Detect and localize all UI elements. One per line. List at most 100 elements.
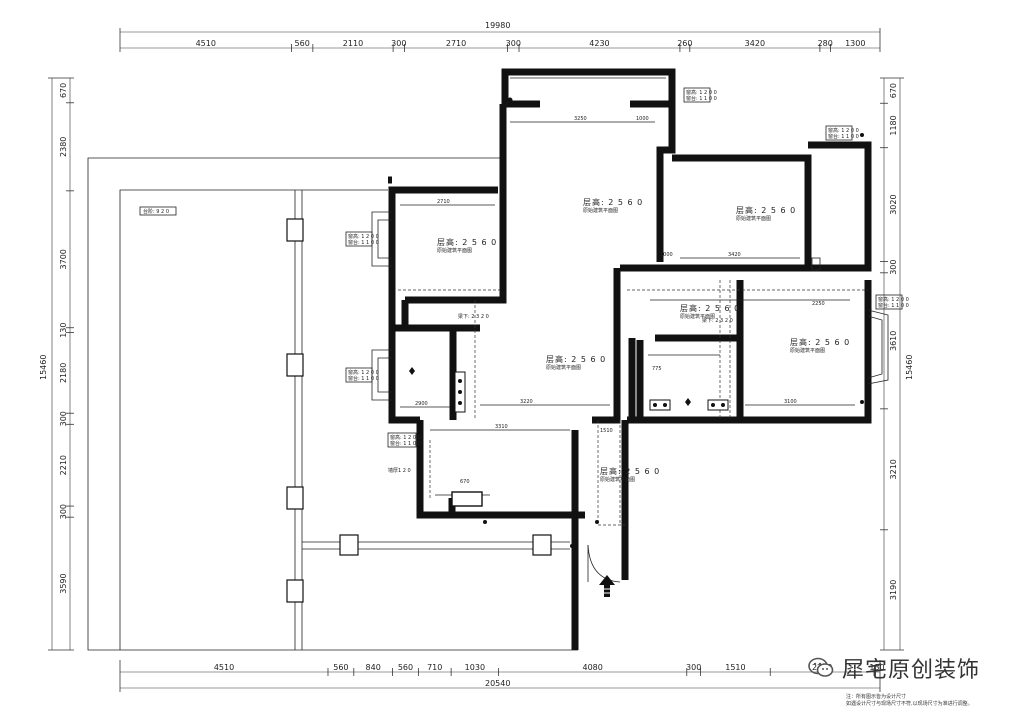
left-total-dimension: 15460	[39, 355, 48, 380]
room-note: 原始建筑平面图	[680, 313, 715, 320]
dimension-segment-label: 560	[333, 663, 348, 672]
room-note: 原始建筑平面图	[583, 207, 618, 214]
exterior-walls	[388, 68, 872, 650]
svg-text:3310: 3310	[495, 424, 508, 430]
dimension-segment-label: 3700	[59, 249, 68, 269]
column	[286, 218, 304, 242]
fixtures	[409, 97, 864, 548]
column	[286, 353, 304, 377]
dimension-segment-label: 670	[889, 83, 898, 98]
room-labels: 层高: 2 5 6 0 原始建筑平面图 层高: 2 5 6 0 原始建筑平面图 …	[437, 197, 850, 483]
svg-text:窗高: 1 2 0 0: 窗高: 1 2 0 0	[686, 89, 717, 96]
entrance-arrow	[587, 544, 621, 597]
watermark: 犀宅原创装饰	[808, 652, 980, 684]
svg-text:窗高: 1 2 0 0: 窗高: 1 2 0 0	[390, 434, 421, 441]
room-height-label: 层高: 2 5 6 0	[546, 354, 606, 364]
dimension-segment-label: 300	[506, 39, 521, 48]
dimension-segment-label: 4510	[196, 39, 216, 48]
dimension-segment-label: 130	[59, 323, 68, 338]
room-height-label: 层高: 2 5 6 0	[680, 303, 740, 313]
svg-text:窗台: 1 1 0 0: 窗台: 1 1 0 0	[878, 302, 909, 309]
interior-dimensions: 3250 1000 2710 3420 1000 2900 3100 3220 …	[415, 116, 825, 485]
room-note: 原始建筑平面图	[546, 364, 581, 371]
dimension-segment-label: 4080	[583, 663, 603, 672]
right-dimension-lines	[880, 77, 904, 651]
dimension-segment-label: 300	[391, 39, 406, 48]
svg-text:梁下: 2 3 2 0: 梁下: 2 3 2 0	[458, 313, 489, 320]
svg-text:775: 775	[652, 366, 662, 372]
dimension-segment-label: 1180	[889, 115, 898, 135]
dimension-segment-label: 300	[889, 260, 898, 275]
dimension-segment-label: 280	[818, 39, 833, 48]
window-bays	[371, 211, 889, 401]
right-total-dimension: 15460	[905, 355, 914, 380]
dimension-segment-label: 4230	[589, 39, 609, 48]
column	[286, 486, 304, 510]
room-height-label: 层高: 2 5 6 0	[790, 337, 850, 347]
svg-text:3220: 3220	[520, 399, 533, 405]
window-labels: 窗高: 1 2 0 0 窗台: 1 1 0 0 窗高: 1 2 0 0 窗台: …	[345, 87, 909, 474]
svg-text:3420: 3420	[728, 252, 741, 258]
svg-text:2250: 2250	[812, 301, 825, 307]
drawing-notes: 注：所有图示皆为设计尺寸 如遇设计尺寸与现场尺寸不符,以现场尺寸为准进行调整。	[846, 694, 973, 708]
top-total-dimension: 19980	[485, 21, 510, 30]
left-dimension-lines	[48, 77, 74, 651]
dashed-lines	[398, 280, 868, 526]
dimension-segment-label: 3420	[745, 39, 765, 48]
room-note: 原始建筑平面图	[437, 247, 472, 254]
bottom-total-dimension: 20540	[485, 679, 510, 688]
room-guide-lines	[400, 121, 855, 496]
room-height-label: 层高: 2 5 6 0	[736, 205, 796, 215]
column	[339, 534, 359, 556]
top-dimension-lines	[119, 28, 881, 52]
dimension-segment-label: 670	[59, 83, 68, 98]
dimension-segment-label: 2210	[59, 455, 68, 475]
step-label: 台阶: 9 2 0	[143, 208, 169, 215]
dimension-segment-label: 1510	[725, 663, 745, 672]
dimension-segment-label: 2110	[343, 39, 363, 48]
room-note: 原始建筑平面图	[790, 347, 825, 354]
svg-text:3250: 3250	[574, 116, 587, 122]
svg-text:窗高: 1 2 0 0: 窗高: 1 2 0 0	[348, 233, 379, 240]
dimension-segment-label: 1030	[465, 663, 485, 672]
room-note: 原始建筑平面图	[600, 476, 635, 483]
svg-text:2710: 2710	[437, 199, 450, 205]
dimension-segment-label: 1300	[845, 39, 865, 48]
svg-text:3100: 3100	[784, 399, 797, 405]
room-height-label: 层高: 2 5 6 0	[600, 466, 660, 476]
dimension-segment-label: 260	[677, 39, 692, 48]
dimension-segment-label: 560	[295, 39, 310, 48]
room-height-label: 层高: 2 5 6 0	[583, 197, 643, 207]
svg-text:窗台: 1 1 0 0: 窗台: 1 1 0 0	[686, 95, 717, 102]
svg-text:窗台: 1 1 0 0: 窗台: 1 1 0 0	[348, 239, 379, 246]
svg-text:窗台: 1 1 0 0: 窗台: 1 1 0 0	[348, 375, 379, 382]
dimension-segment-label: 4510	[214, 663, 234, 672]
dimension-segment-label: 300	[686, 663, 701, 672]
column	[286, 579, 304, 603]
dimension-segment-label: 3590	[59, 573, 68, 593]
svg-text:670: 670	[460, 479, 470, 485]
svg-text:窗高: 1 2 0 0: 窗高: 1 2 0 0	[348, 369, 379, 376]
svg-text:窗高: 1 2 0 0: 窗高: 1 2 0 0	[878, 296, 909, 303]
dimension-segment-label: 3610	[889, 331, 898, 351]
dimension-segment-label: 3190	[889, 580, 898, 600]
dimension-segment-label: 300	[59, 504, 68, 519]
dimension-segment-label: 2710	[446, 39, 466, 48]
dimension-segment-label: 300	[59, 411, 68, 426]
svg-text:2900: 2900	[415, 401, 428, 407]
bottom-dimension-lines	[119, 660, 881, 692]
dimension-segment-label: 3210	[889, 459, 898, 479]
room-height-label: 层高: 2 5 6 0	[437, 237, 497, 247]
dimension-segment-label: 3020	[889, 194, 898, 214]
watermark-text: 犀宅原创装饰	[841, 658, 980, 683]
note-line-2: 如遇设计尺寸与现场尺寸不符,以现场尺寸为准进行调整。	[846, 701, 973, 707]
svg-text:窗高: 1 2 0 0: 窗高: 1 2 0 0	[828, 127, 859, 134]
dimension-segment-label: 2180	[59, 363, 68, 383]
wechat-icon	[808, 657, 834, 679]
svg-text:窗台: 1 1 0 0: 窗台: 1 1 0 0	[390, 440, 421, 447]
room-note: 原始建筑平面图	[736, 215, 771, 222]
dimension-segment-label: 840	[366, 663, 381, 672]
terrace-outline	[87, 157, 578, 651]
dimension-segment-label: 710	[427, 663, 442, 672]
